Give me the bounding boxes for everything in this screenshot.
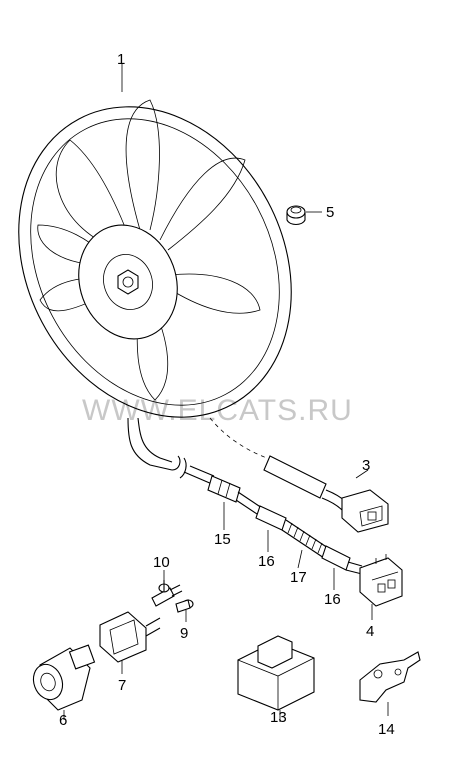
callout-7: 7 — [118, 677, 126, 694]
callout-1: 1 — [117, 51, 125, 68]
fan-assembly — [18, 99, 292, 418]
wire-harness — [127, 417, 363, 575]
callout-16-upper: 16 — [258, 553, 275, 570]
connector-3 — [263, 455, 389, 533]
connector-4 — [359, 554, 403, 607]
callout-5: 5 — [326, 204, 334, 221]
leader-lines — [63, 64, 389, 722]
callout-15: 15 — [214, 531, 231, 548]
pins-9-10 — [151, 580, 194, 613]
callout-4: 4 — [366, 623, 374, 640]
callout-16-lower: 16 — [324, 591, 341, 608]
callout-labels: 1 5 3 15 16 17 16 4 10 9 7 6 13 14 — [59, 51, 395, 738]
callout-6: 6 — [59, 712, 67, 729]
callout-9: 9 — [180, 625, 188, 642]
connector-7 — [99, 611, 161, 663]
thermo-switch-6 — [32, 644, 96, 711]
callout-10: 10 — [153, 554, 170, 571]
callout-17: 17 — [290, 569, 307, 586]
grommet-5 — [286, 205, 306, 226]
bracket-14 — [359, 651, 421, 703]
control-unit-13 — [237, 635, 315, 711]
callout-13: 13 — [270, 709, 287, 726]
callout-3: 3 — [362, 457, 370, 474]
watermark: WWW.ELCATS.RU — [82, 394, 353, 427]
callout-14: 14 — [378, 721, 395, 738]
